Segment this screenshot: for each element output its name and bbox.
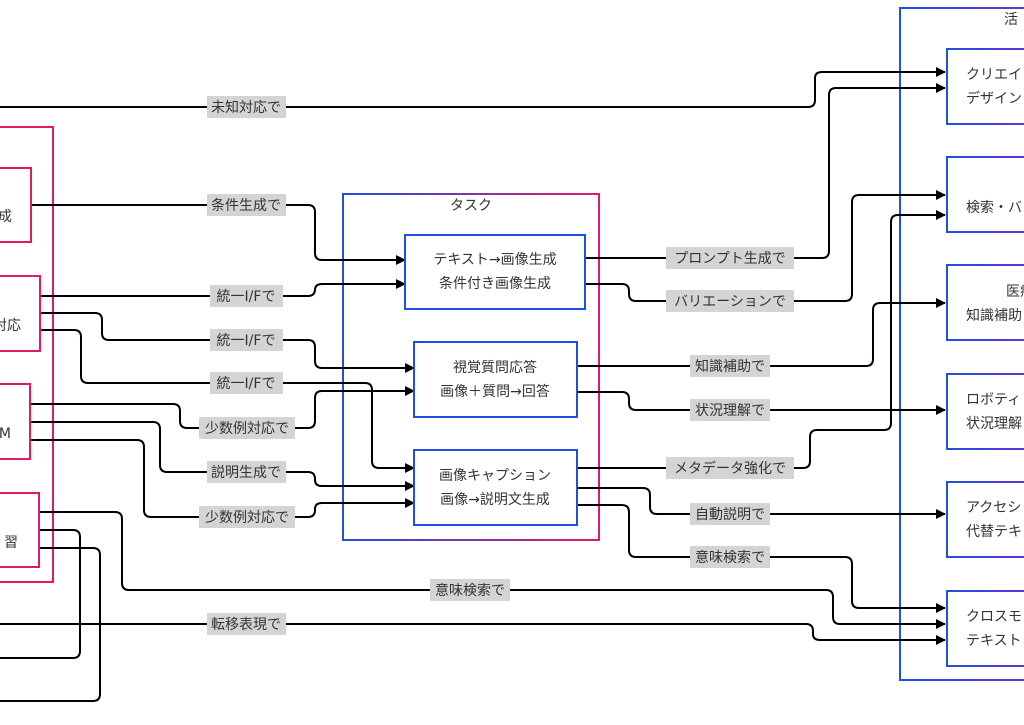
- left-node-2-text: 対応: [0, 318, 21, 334]
- edge-label-e11: プロンプト生成で: [674, 251, 786, 267]
- edge-label-e15: メタデータ強化で: [674, 460, 786, 477]
- edge-e13: [577, 298, 946, 367]
- left-node-3[interactable]: [0, 383, 31, 460]
- right-node-1[interactable]: [946, 48, 1024, 125]
- left-node-4[interactable]: [0, 492, 40, 568]
- right-node-3[interactable]: [946, 264, 1024, 341]
- edge-label-e10: 転移表現で: [211, 617, 281, 633]
- right-node-1-line-1: クリエイ: [966, 67, 1022, 83]
- edge-e11: [585, 83, 946, 259]
- right-node-1-line-2: デザイン: [966, 90, 1022, 107]
- right-node-6-line-1: クロスモ: [966, 609, 1022, 625]
- group-right-title: 活: [1004, 12, 1018, 28]
- right-nodes: クリエイ デザイン 検索・バ 医療 知識補助 ロボティ 状況理解 アクセシ 代替…: [946, 48, 1024, 667]
- right-node-4[interactable]: [946, 373, 1024, 450]
- right-node-3-line-2: 知識補助: [966, 307, 1022, 324]
- edge-label-e4: 統一I/Fで: [217, 333, 276, 349]
- right-node-3-line-1: 医療: [1006, 283, 1024, 300]
- task-node-vqa[interactable]: [413, 341, 578, 418]
- task-node-2-line-1: 視覚質問応答: [453, 359, 537, 376]
- task-node-captioning[interactable]: [413, 449, 578, 526]
- task-node-3-line-1: 画像キャプション: [439, 468, 551, 484]
- edge-l4-b: [0, 547, 101, 702]
- group-left: [0, 126, 54, 583]
- task-node-2-line-2: 画像＋質問→回答: [440, 383, 550, 400]
- left-node-2[interactable]: [0, 275, 41, 352]
- left-node-3-text: M: [0, 426, 11, 442]
- edge-label-e8: 少数例対応で: [205, 510, 289, 526]
- edge-label-e16: 自動説明で: [695, 507, 765, 523]
- edge-label-e12: バリエーションで: [674, 294, 786, 310]
- task-node-text-to-image[interactable]: [404, 234, 586, 310]
- edge-label-e1: 未知対応で: [211, 99, 281, 116]
- left-node-4-text: 習: [4, 535, 18, 551]
- right-node-2-line-1: 検索・バ: [966, 199, 1022, 216]
- edge-e15: [577, 210, 946, 469]
- edge-label-e3: 統一I/Fで: [217, 289, 276, 305]
- right-node-5[interactable]: [946, 481, 1024, 558]
- edge-e1: [0, 67, 946, 108]
- right-node-5-line-2: 代替テキ: [966, 524, 1022, 540]
- edge-label-e2: 条件生成で: [211, 197, 281, 214]
- edge-label-e9: 意味検索で: [435, 582, 505, 599]
- edge-l4-a: [0, 529, 81, 659]
- task-node-1-line-1: テキスト→画像生成: [433, 252, 556, 268]
- group-right: [899, 7, 1024, 681]
- task-node-1-line-2: 条件付き画像生成: [439, 275, 551, 292]
- edge-e9: [39, 511, 946, 629]
- right-node-2[interactable]: [946, 156, 1024, 233]
- edge-label-e13: 知識補助で: [695, 358, 765, 375]
- right-node-5-line-1: アクセシ: [966, 500, 1021, 516]
- left-nodes: 成 対応 M 習: [0, 167, 41, 568]
- left-node-1[interactable]: [0, 167, 32, 243]
- edge-label-e17: 意味検索で: [695, 549, 765, 566]
- group-task-title: タスク: [450, 198, 492, 214]
- right-node-4-line-1: ロボティ: [966, 392, 1021, 408]
- task-node-3-line-2: 画像→説明文生成: [440, 492, 550, 508]
- edge-label-e7: 説明生成で: [211, 465, 281, 481]
- edge-e4: [40, 312, 415, 373]
- edge-e16: [577, 487, 946, 519]
- right-node-4-line-2: 状況理解: [966, 416, 1022, 432]
- right-node-6-line-2: テキスト: [966, 633, 1022, 649]
- edge-e14: [577, 391, 946, 415]
- edge-label-e6: 少数例対応で: [205, 421, 289, 437]
- edge-e3: [40, 279, 406, 297]
- right-node-6[interactable]: [946, 590, 1024, 667]
- left-node-1-text: 成: [0, 209, 12, 225]
- edge-label-e14: 状況理解で: [695, 403, 765, 419]
- edge-e10: [0, 623, 946, 645]
- edge-label-e5: 統一I/Fで: [217, 376, 276, 392]
- edge-e2: [31, 204, 406, 265]
- edge-labels: 未知対応で 条件生成で 統一I/Fで 統一I/Fで 統一I/Fで 少数例対応で …: [199, 96, 794, 635]
- task-nodes: テキスト→画像生成 条件付き画像生成 視覚質問応答 画像＋質問→回答 画像キャプ…: [404, 234, 586, 526]
